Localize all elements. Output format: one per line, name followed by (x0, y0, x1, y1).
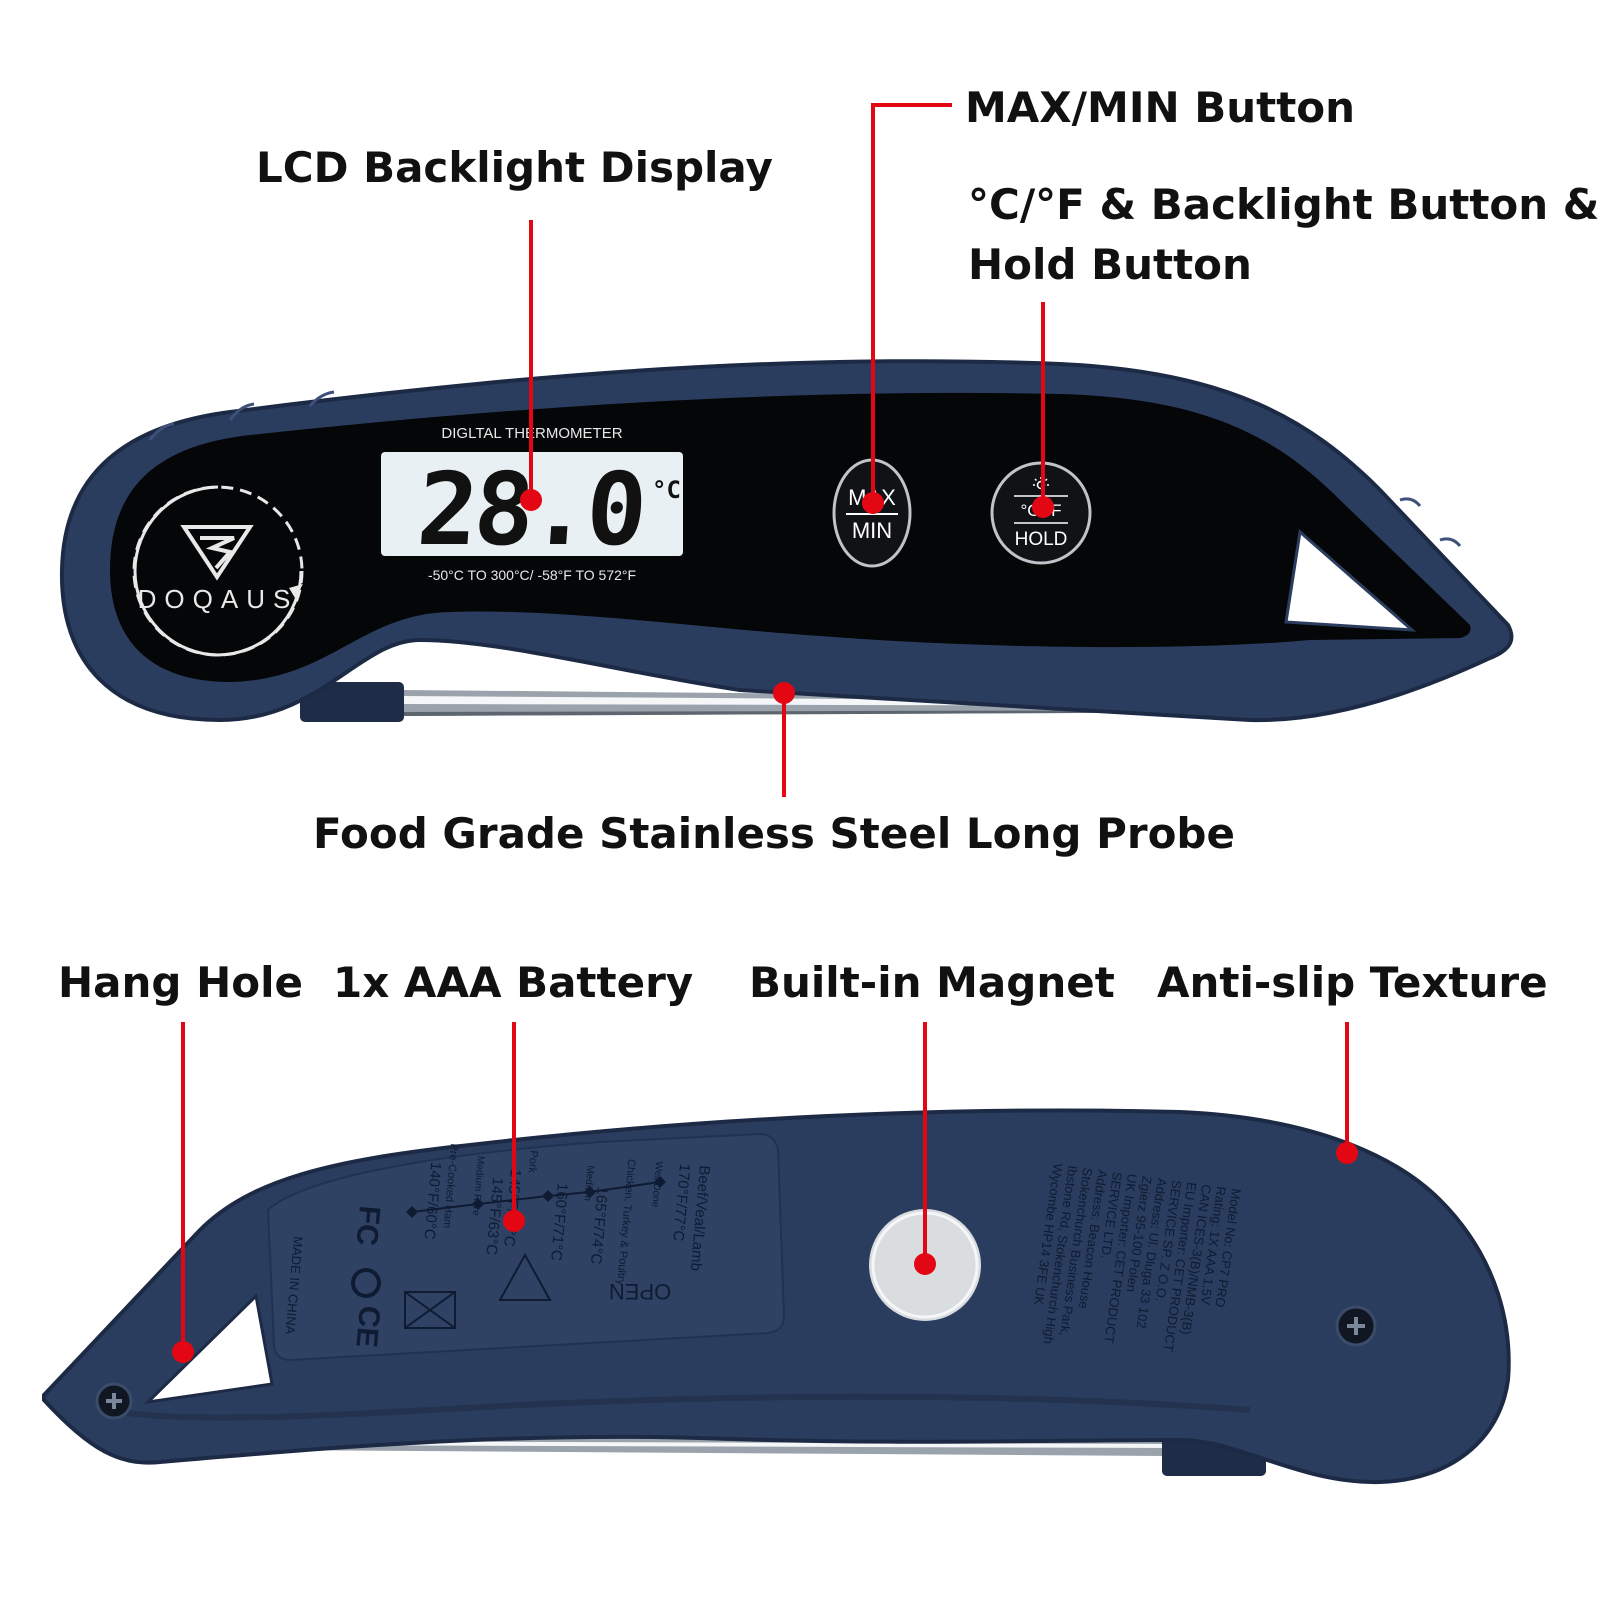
callout-dot-cf (1032, 496, 1054, 518)
open-arrow-icon (498, 1252, 552, 1301)
callout-max-min-button: MAX/MIN Button (965, 83, 1355, 132)
lcd-unit: °C (652, 476, 681, 504)
callout-cf-button-line1: °C/°F & Backlight Button & (968, 180, 1599, 229)
callout-probe: Food Grade Stainless Steel Long Probe (313, 809, 1235, 858)
recycle-icon (351, 1268, 381, 1298)
battery-cover-panel (266, 1132, 786, 1362)
cert-fc: FC (350, 1204, 386, 1247)
callout-anti-slip: Anti-slip Texture (1157, 958, 1548, 1007)
callout-battery: 1x AAA Battery (333, 958, 693, 1007)
brand-logo: DOQAUS (132, 485, 304, 657)
screw-right-icon (1335, 1305, 1377, 1347)
callout-dot-max-min (862, 492, 884, 514)
doneness-meat-4: Pork (526, 1150, 540, 1174)
callout-dot-hang-hole (172, 1341, 194, 1363)
screw-left-icon (95, 1382, 133, 1420)
callout-dot-anti-slip (1336, 1142, 1358, 1164)
doneness-level-2: Medium Rare (470, 1155, 486, 1216)
back-hang-hole (143, 1292, 274, 1405)
callouts: LCD Backlight Display MAX/MIN Button °C/… (58, 83, 1599, 1363)
cert-ce: CE (349, 1304, 386, 1348)
hold-label: HOLD (1015, 529, 1068, 550)
callout-cf-button-line2: Hold Button (968, 240, 1252, 289)
callout-hang-hole: Hang Hole (58, 958, 303, 1007)
callout-dot-lcd (520, 489, 542, 511)
front-view: DOQAUS DIGLTAL THERMOMETER 28.0 °C -50°C… (59, 359, 1514, 723)
doneness-temp-2: 145°F/63°C (482, 1177, 506, 1256)
lcd-range-text: -50°C TO 300°C/ -58°F TO 572°F (428, 567, 636, 583)
callout-lcd-display: LCD Backlight Display (256, 143, 773, 192)
doneness-temp-1: 160°F/71°C (547, 1182, 571, 1261)
front-hang-hole (1284, 529, 1417, 632)
back-view: Beef/Veal/Lamb 170°F/77°C Well Done 160°… (42, 1108, 1511, 1485)
open-label: OPEN (609, 1279, 671, 1304)
callout-dot-magnet (914, 1253, 936, 1275)
regulatory-info: Model No: CP7 PRO Rating: 1X AAA 1.5V CA… (1031, 1163, 1244, 1353)
callout-magnet: Built-in Magnet (749, 958, 1115, 1007)
doqaus-triangle-logo-icon (180, 525, 254, 581)
doneness-temp-5: 140°F/60°C (420, 1161, 444, 1240)
doneness-temp-3: 165°F/74°C (587, 1186, 611, 1265)
brand-name: DOQAUS (138, 584, 299, 614)
doneness-temp-0: 170°F/77°C (669, 1163, 693, 1242)
doneness-markers (406, 1176, 666, 1218)
min-label: MIN (852, 518, 892, 543)
callout-dot-battery (503, 1210, 525, 1232)
front-top-ridges (148, 390, 1462, 547)
weee-bin-icon (404, 1291, 456, 1329)
